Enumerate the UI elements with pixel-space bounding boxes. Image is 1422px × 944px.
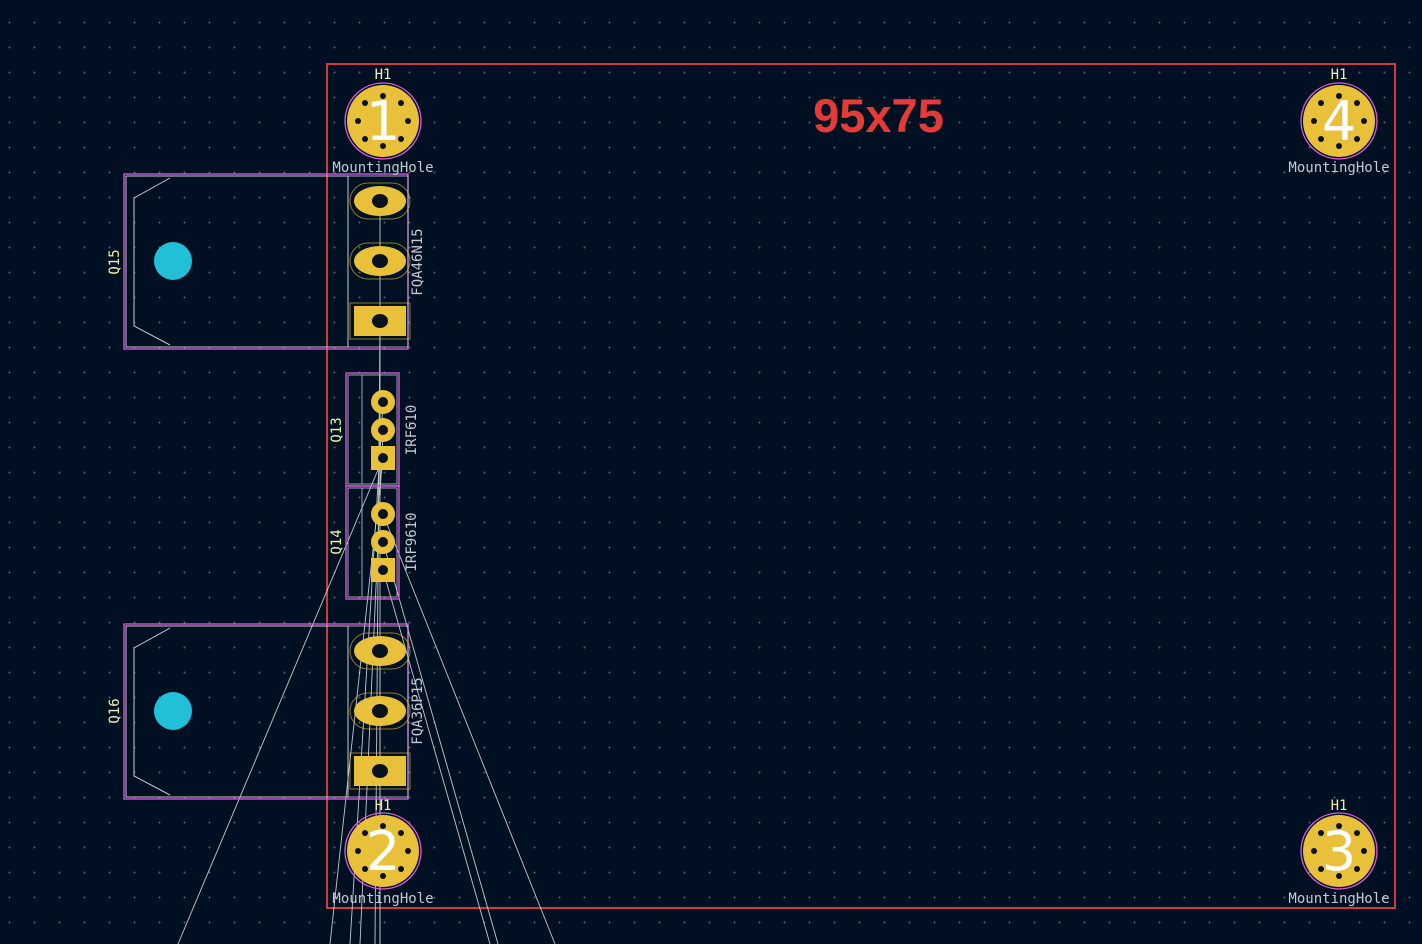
mh3-value-label: MountingHole — [1288, 891, 1389, 907]
q15-ref-label: Q15 — [107, 249, 123, 274]
component-q14[interactable]: Q14 IRF9610 — [329, 485, 420, 600]
q13-ref-label: Q13 — [329, 417, 345, 442]
q14-value-label: IRF9610 — [404, 512, 420, 571]
q14-pad-3[interactable] — [371, 558, 395, 582]
mounting-hole-4[interactable]: H1 4 MountingHole — [1288, 67, 1389, 176]
q16-pad-3[interactable] — [349, 752, 411, 790]
component-q13[interactable]: Q13 IRF610 — [329, 372, 420, 487]
mounting-hole-3[interactable]: H1 3 MountingHole — [1288, 798, 1389, 907]
q14-pad-2[interactable] — [371, 530, 395, 554]
q16-pad-1[interactable] — [349, 632, 411, 670]
mh3-pad-number: 3 — [1322, 820, 1356, 883]
mh2-ref-label: H1 — [375, 798, 392, 814]
q15-pad-2[interactable] — [349, 242, 411, 280]
mh3-ref-label: H1 — [1331, 798, 1348, 814]
component-q15[interactable]: Q15 FQA46N15 — [107, 173, 426, 350]
q13-pad-1[interactable] — [371, 390, 395, 414]
q14-ref-label: Q14 — [329, 529, 345, 554]
q15-pad-area — [347, 175, 409, 348]
q14-courtyard — [345, 485, 400, 600]
q14-body-outline — [347, 487, 398, 598]
mh2-value-label: MountingHole — [332, 891, 433, 907]
mh4-pad-number: 4 — [1322, 90, 1356, 153]
board-size-label: 95x75 — [813, 89, 944, 142]
component-q16[interactable]: Q16 FQA36P15 — [107, 623, 426, 800]
q16-mounting-marker — [154, 692, 192, 730]
mounting-hole-1[interactable]: H1 1 MountingHole — [332, 67, 433, 176]
q16-ref-label: Q16 — [107, 698, 123, 723]
mh1-pad-number: 1 — [366, 90, 400, 153]
q13-pad-3[interactable] — [371, 446, 395, 470]
mh1-value-label: MountingHole — [332, 160, 433, 176]
q16-value-label: FQA36P15 — [410, 677, 426, 744]
q15-mounting-marker — [154, 242, 192, 280]
q15-body-chamfer — [133, 177, 171, 346]
q16-pad-2[interactable] — [349, 692, 411, 730]
q13-body-outline — [347, 374, 398, 485]
q14-pad-1[interactable] — [371, 502, 395, 526]
q13-value-label: IRF610 — [404, 405, 420, 456]
q15-value-label: FQA46N15 — [410, 228, 426, 295]
mh2-pad-number: 2 — [366, 820, 400, 883]
q13-pad-2[interactable] — [371, 418, 395, 442]
board-outline — [326, 63, 1396, 909]
q15-pad-1[interactable] — [349, 182, 411, 220]
q15-pad-3[interactable] — [349, 302, 411, 340]
mh4-value-label: MountingHole — [1288, 160, 1389, 176]
mounting-hole-2[interactable]: H1 2 MountingHole — [332, 798, 433, 907]
mh1-ref-label: H1 — [375, 67, 392, 83]
q16-body-chamfer — [133, 627, 171, 796]
q16-pad-area — [347, 625, 409, 798]
mh4-ref-label: H1 — [1331, 67, 1348, 83]
